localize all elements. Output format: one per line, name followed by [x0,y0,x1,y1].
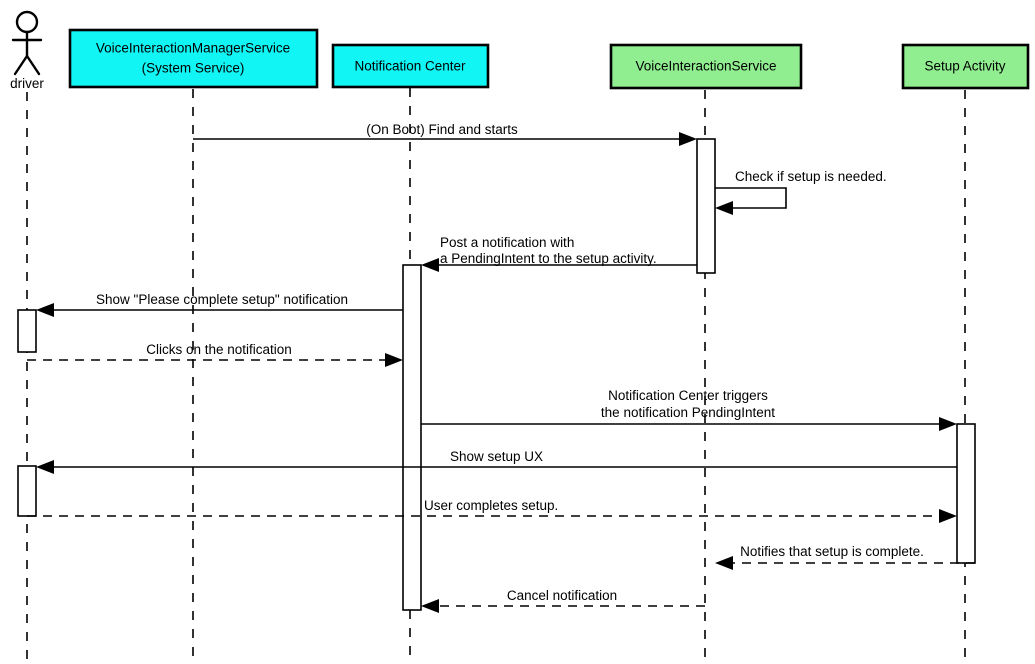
participant-label-vis: VoiceInteractionService [635,59,776,74]
message-arrowhead-6 [939,417,957,431]
activation-bar-setup-activity [956,423,976,564]
actor-right-leg-icon [25,54,41,76]
message-label-4: Show "Please complete setup" notificatio… [96,292,348,307]
message-notification-center-triggers-pendingintent[interactable]: Notification Center triggers the notific… [421,388,957,431]
message-line-2 [715,187,787,209]
participant-label-vims-line1: VoiceInteractionManagerService [96,41,290,56]
activation-bars-group [17,138,976,611]
message-label-3-line2: a PendingIntent to the setup activity. [440,251,657,266]
message-user-completes-setup[interactable]: User completes setup. [27,498,957,523]
message-label-9: Notifies that setup is complete. [740,544,924,559]
participant-vis[interactable]: VoiceInteractionService [609,43,803,90]
activation-bar-vis [696,138,716,274]
message-show-setup-ux[interactable]: Show setup UX [36,449,957,474]
message-arrowhead-3 [421,258,439,272]
message-arrowhead-8 [939,509,957,523]
message-arrowhead-7 [36,460,54,474]
message-arrowhead-9 [715,556,733,570]
message-arrowhead-1 [679,132,697,146]
message-label-7: Show setup UX [450,449,543,464]
actor-head-icon [15,10,39,34]
participant-box-vims[interactable] [68,28,319,89]
message-clicks-on-the-notification[interactable]: Clicks on the notification [27,342,403,367]
participant-box-setup-activity[interactable] [901,43,1030,90]
participant-box-vis[interactable] [609,43,803,90]
message-show-please-complete-setup-notification[interactable]: Show "Please complete setup" notificatio… [36,292,403,317]
message-check-if-setup-is-needed[interactable]: Check if setup is needed. [715,169,887,215]
message-post-a-notification[interactable]: Post a notification with a PendingIntent… [421,235,697,272]
message-arrowhead-2 [715,201,733,215]
participant-label-driver: driver [10,76,44,91]
message-label-1: (On Boot) Find and starts [366,122,518,137]
activation-bar-driver-2 [17,465,37,517]
message-arrowhead-5 [385,353,403,367]
participant-label-notification-center: Notification Center [354,59,466,74]
message-cancel-notification[interactable]: Cancel notification [421,588,705,613]
message-arrowhead-10 [421,599,439,613]
message-label-8: User completes setup. [424,498,558,513]
participant-setup-activity[interactable]: Setup Activity [901,43,1030,90]
message-label-6-line2: the notification PendingIntent [601,405,775,420]
message-label-10: Cancel notification [507,588,617,603]
message-label-6-line1: Notification Center triggers [608,388,768,403]
participant-label-setup-activity: Setup Activity [924,59,1005,74]
participant-box-notification-center[interactable] [331,43,490,89]
participant-notification-center[interactable]: Notification Center [331,43,490,89]
actor-left-leg-icon [13,54,29,76]
participant-driver[interactable]: driver [10,10,44,91]
activation-bar-notification-center [402,264,422,611]
activation-bar-driver-1 [17,309,37,353]
participant-label-vims-line2: (System Service) [142,61,245,76]
message-label-5: Clicks on the notification [146,342,292,357]
participant-vims[interactable]: VoiceInteractionManagerService (System S… [68,28,319,89]
message-label-3-line1: Post a notification with [440,235,574,250]
message-label-2: Check if setup is needed. [735,169,887,184]
message-notifies-that-setup-is-complete[interactable]: Notifies that setup is complete. [715,544,975,570]
message-arrowhead-4 [36,303,54,317]
message-on-boot-find-and-starts[interactable]: (On Boot) Find and starts [193,122,697,146]
